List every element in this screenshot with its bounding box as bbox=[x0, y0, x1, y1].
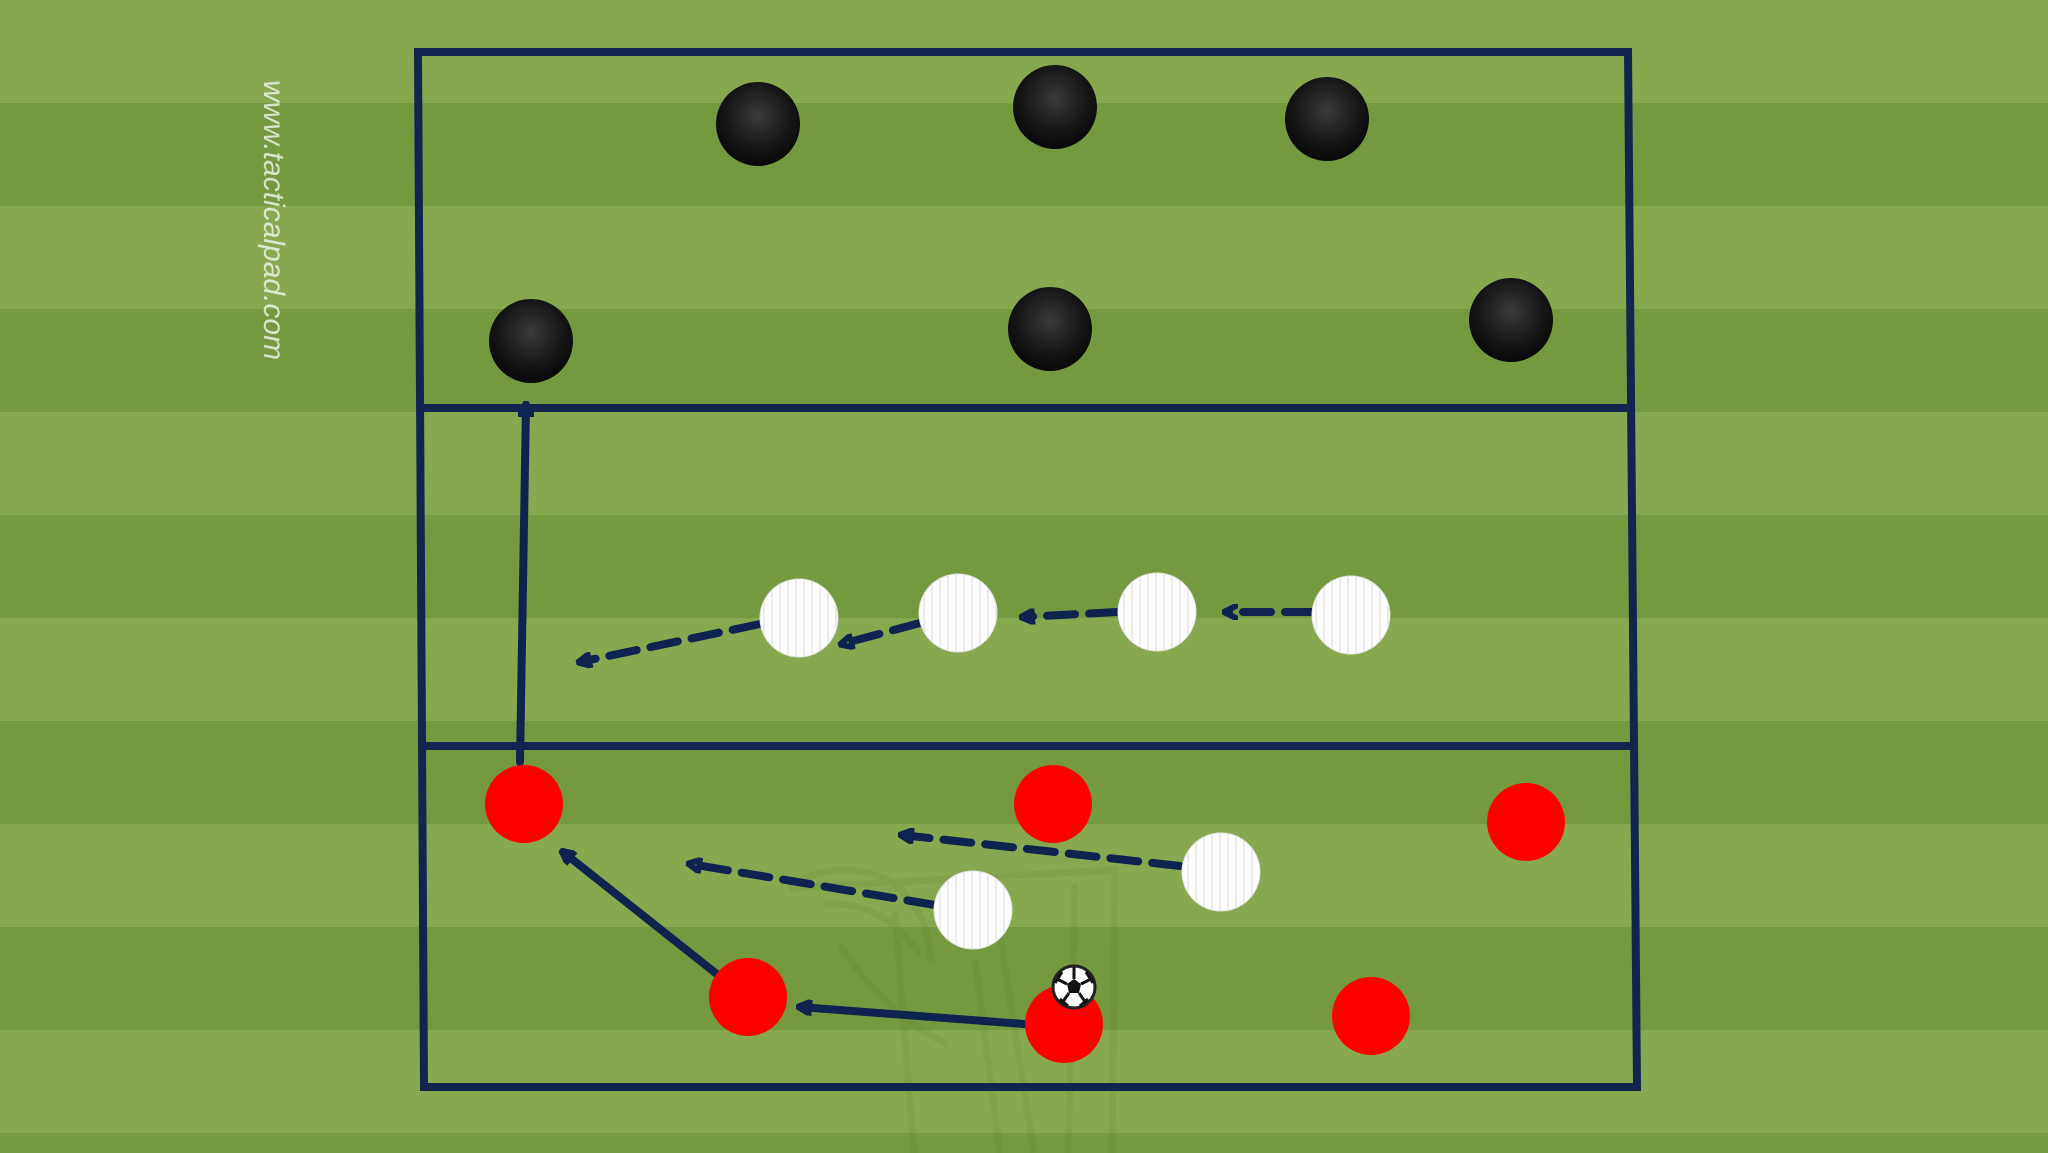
white-player bbox=[1181, 832, 1261, 912]
run-arrow bbox=[580, 620, 764, 662]
red-player bbox=[1014, 765, 1092, 843]
white-team bbox=[759, 572, 1391, 950]
black-team bbox=[489, 65, 1553, 383]
pass-arrow bbox=[516, 405, 526, 766]
black-player bbox=[1008, 287, 1092, 371]
watermark-text: www.tacticalpad.com bbox=[257, 80, 290, 360]
black-player bbox=[489, 299, 573, 383]
run-arrow bbox=[842, 619, 924, 644]
run-arrow bbox=[1023, 608, 1121, 617]
red-player bbox=[1332, 977, 1410, 1055]
faint-goal-watermark bbox=[789, 866, 1119, 1153]
red-player bbox=[485, 765, 563, 843]
pass-arrow bbox=[563, 852, 722, 979]
white-player bbox=[1311, 575, 1391, 655]
white-player bbox=[1117, 572, 1197, 652]
soccer-ball-icon bbox=[1051, 964, 1097, 1010]
white-player bbox=[918, 573, 998, 653]
white-player bbox=[759, 578, 839, 658]
black-player bbox=[1285, 77, 1369, 161]
training-grid bbox=[413, 48, 1642, 1091]
white-player bbox=[933, 870, 1013, 950]
black-player bbox=[716, 82, 800, 166]
black-player bbox=[1013, 65, 1097, 149]
run-arrow bbox=[690, 864, 939, 909]
pass-arrow bbox=[800, 1007, 1028, 1028]
red-player bbox=[709, 958, 787, 1036]
red-player bbox=[1487, 783, 1565, 861]
watermark: www.tacticalpad.com bbox=[257, 80, 290, 360]
movement-arrows bbox=[516, 405, 1317, 1028]
black-player bbox=[1469, 278, 1553, 362]
red-team bbox=[485, 765, 1565, 1063]
run-arrow bbox=[902, 835, 1184, 870]
